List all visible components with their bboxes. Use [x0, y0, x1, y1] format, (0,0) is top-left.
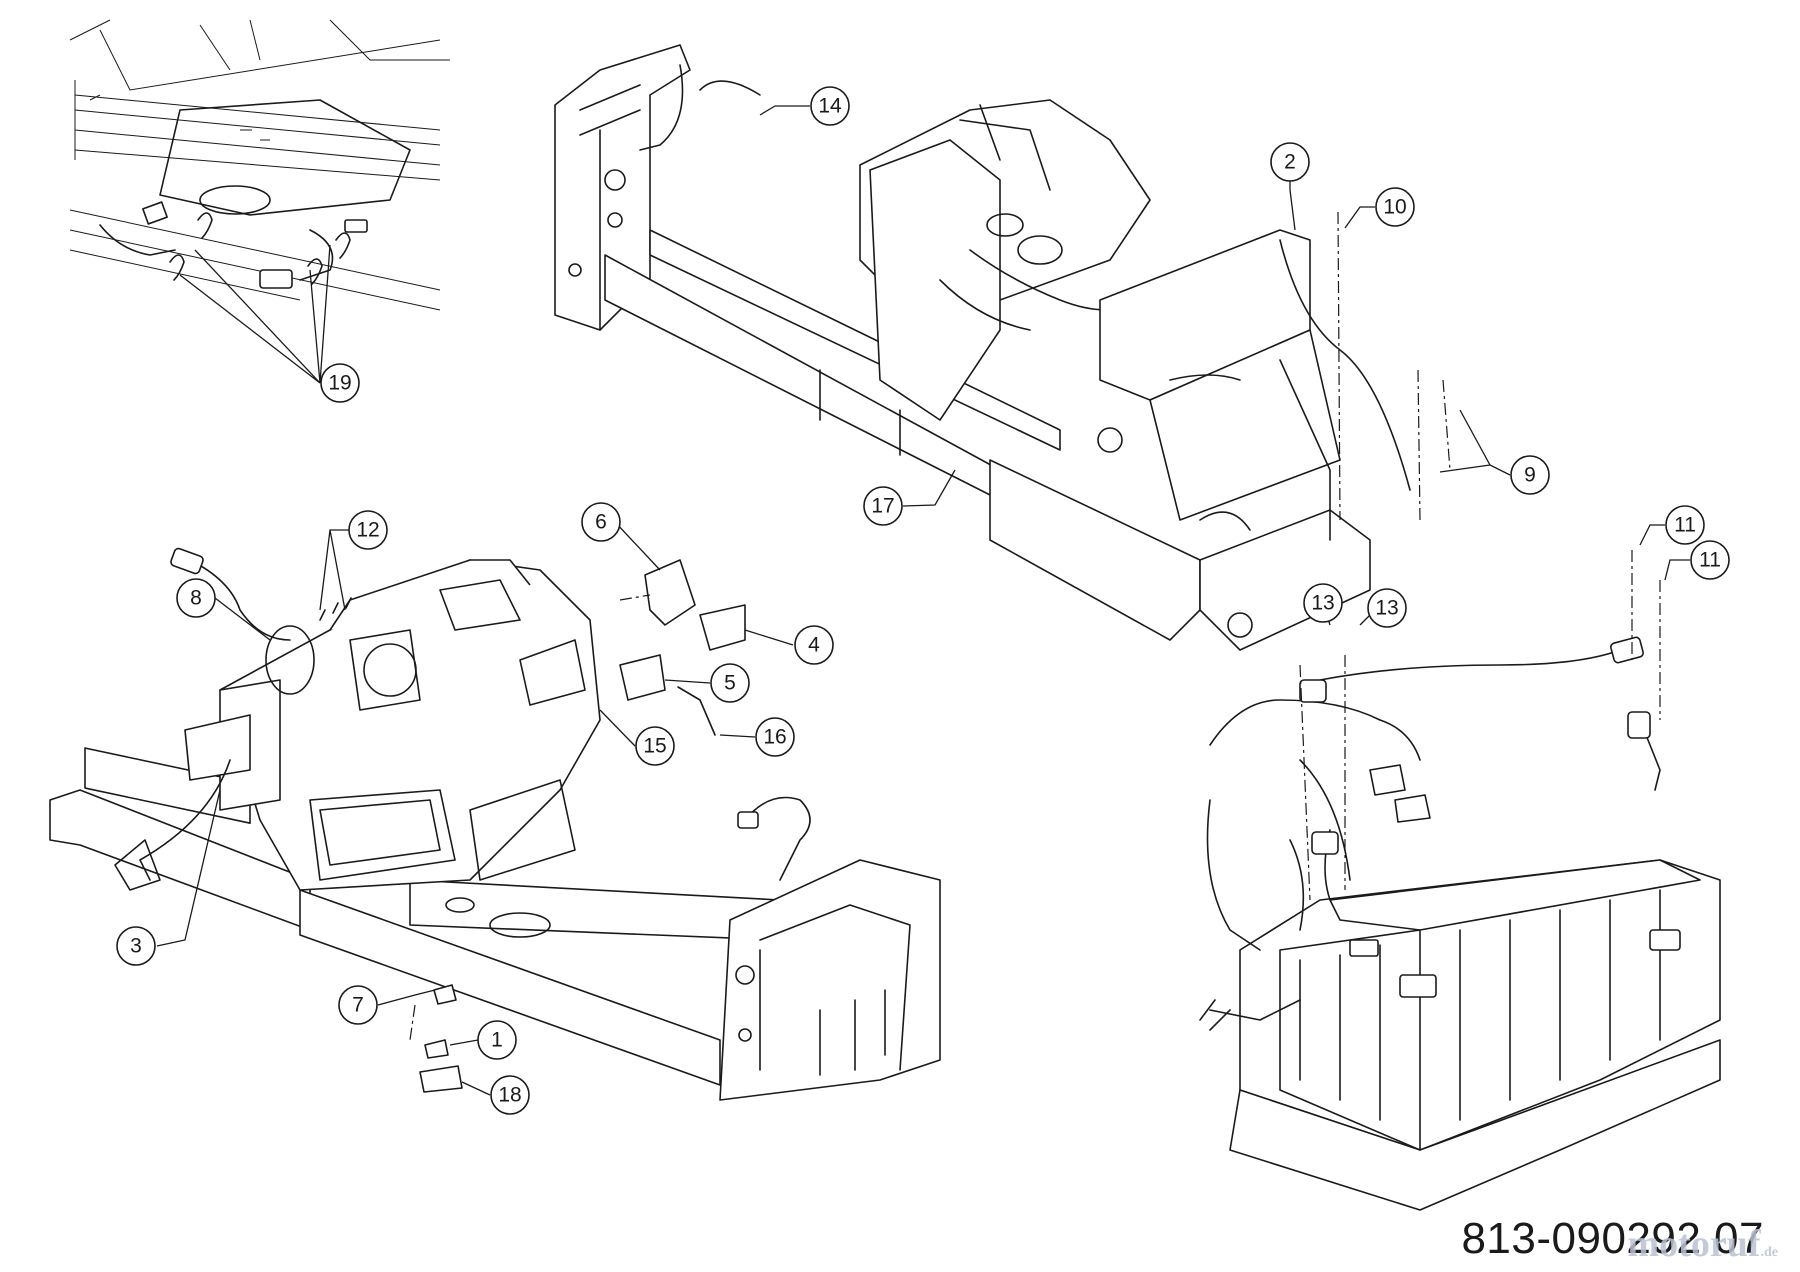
- callout-13b-label: 13: [1375, 597, 1398, 620]
- callout-13a: 13: [1303, 583, 1343, 623]
- callout-19: 19: [320, 363, 360, 403]
- callout-5-label: 5: [724, 672, 736, 695]
- watermark-logo: motoruf.de: [1628, 1222, 1778, 1266]
- callout-14: 14: [810, 86, 850, 126]
- callout-9: 9: [1510, 455, 1550, 495]
- leader-lines: [156, 105, 1690, 1096]
- inset-detail-view: [69, 19, 450, 311]
- callout-8-label: 8: [190, 587, 202, 610]
- callout-9-label: 9: [1524, 464, 1536, 487]
- callout-13b: 13: [1367, 588, 1407, 628]
- callout-16-label: 16: [763, 726, 786, 749]
- callout-15-label: 15: [643, 735, 666, 758]
- callout-6-label: 6: [595, 511, 607, 534]
- callout-3-label: 3: [130, 935, 142, 958]
- watermark-text: motoruf: [1627, 1223, 1761, 1265]
- callout-13a-label: 13: [1311, 592, 1334, 615]
- callout-17-label: 17: [871, 495, 894, 518]
- main-frame-assembly: [554, 44, 1411, 651]
- callout-11b: 11: [1690, 540, 1730, 580]
- callout-1-label: 1: [491, 1029, 503, 1052]
- callout-8: 8: [176, 578, 216, 618]
- callout-11b-label: 11: [1699, 549, 1721, 572]
- callouts: 1 2 3 4 5 6 7 8 9 10 11 11 12 13 13 14 1…: [116, 86, 1730, 1115]
- part-number: 813-090292 07: [1461, 1214, 1764, 1263]
- battery-harness-assembly: [1199, 636, 1721, 1211]
- callout-12-label: 12: [356, 519, 379, 542]
- callout-15: 15: [635, 726, 675, 766]
- callout-12: 12: [348, 510, 388, 550]
- callout-18-label: 18: [498, 1084, 521, 1107]
- callout-7-label: 7: [352, 994, 364, 1017]
- callout-5: 5: [710, 663, 750, 703]
- callout-18: 18: [490, 1075, 530, 1115]
- callout-7: 7: [338, 985, 378, 1025]
- console-assembly: [49, 547, 941, 1101]
- assembly-guide-lines: [409, 211, 1661, 1041]
- callout-3: 3: [116, 926, 156, 966]
- callout-2: 2: [1270, 142, 1310, 182]
- callout-4-label: 4: [808, 634, 820, 657]
- callout-10-label: 10: [1383, 196, 1406, 219]
- callout-14-label: 14: [818, 95, 842, 118]
- callout-11a-label: 11: [1674, 514, 1696, 537]
- callout-19-label: 19: [328, 372, 351, 395]
- callout-17: 17: [863, 486, 903, 526]
- callout-16: 16: [755, 717, 795, 757]
- callout-1: 1: [477, 1020, 517, 1060]
- callout-4: 4: [794, 625, 834, 665]
- small-parts-cluster: [319, 559, 746, 1093]
- callout-11a: 11: [1665, 505, 1705, 545]
- callout-2-label: 2: [1284, 151, 1296, 174]
- watermark-suffix: .de: [1760, 1245, 1779, 1260]
- callout-6: 6: [581, 502, 621, 542]
- callout-10: 10: [1375, 187, 1415, 227]
